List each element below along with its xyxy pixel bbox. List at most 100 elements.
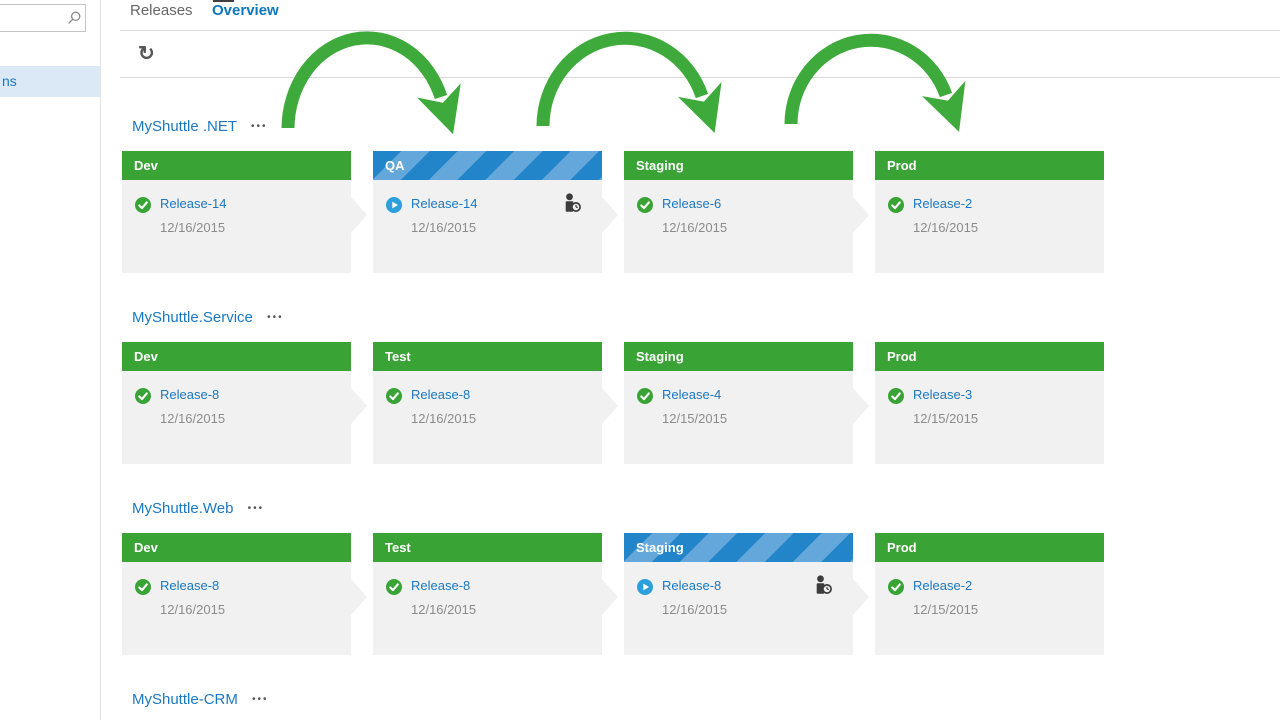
environment-card[interactable]: Test Release-8 12/16/2015 xyxy=(373,533,618,655)
project-name-link[interactable]: MyShuttle-CRM xyxy=(132,691,238,708)
next-environment-chevron xyxy=(602,388,618,424)
environment-card[interactable]: Staging Release-4 12/15/2015 xyxy=(624,342,869,464)
release-date: 12/15/2015 xyxy=(913,411,979,426)
release-link[interactable]: Release-8 xyxy=(662,578,722,593)
sidebar-item-selected[interactable]: ns xyxy=(0,66,100,97)
release-group: MyShuttle .NET ••• Dev Release-14 12/16/… xyxy=(122,118,1112,273)
project-name-link[interactable]: MyShuttle .NET xyxy=(132,118,237,135)
environment-card[interactable]: Dev Release-8 12/16/2015 xyxy=(122,342,367,464)
release-date: 12/16/2015 xyxy=(411,411,477,426)
environment-body: Release-14 12/16/2015 xyxy=(373,180,618,273)
environment-body: Release-3 12/15/2015 xyxy=(875,371,1104,464)
environment-row: Dev Release-8 12/16/2015 Test Release-8 … xyxy=(122,342,1112,464)
environment-header: QA xyxy=(373,151,602,180)
status-succeeded-icon xyxy=(135,579,151,595)
next-environment-chevron xyxy=(853,579,869,615)
environment-body: Release-2 12/16/2015 xyxy=(875,180,1104,273)
environment-header: Dev xyxy=(122,151,351,180)
release-date: 12/15/2015 xyxy=(662,411,728,426)
release-date: 12/16/2015 xyxy=(662,602,728,617)
environment-card[interactable]: Dev Release-8 12/16/2015 xyxy=(122,533,367,655)
release-link[interactable]: Release-8 xyxy=(160,387,220,402)
environment-card[interactable]: Prod Release-3 12/15/2015 xyxy=(875,342,1104,464)
release-link[interactable]: Release-3 xyxy=(913,387,973,402)
status-in-progress-icon xyxy=(637,579,653,595)
environment-card[interactable]: Prod Release-2 12/15/2015 xyxy=(875,533,1104,655)
next-environment-chevron xyxy=(853,197,869,233)
environment-body: Release-4 12/15/2015 xyxy=(624,371,869,464)
group-title: MyShuttle.Web ••• xyxy=(132,500,1112,518)
group-title: MyShuttle-CRM ••• xyxy=(132,691,1112,709)
release-date: 12/15/2015 xyxy=(913,602,979,617)
environment-card[interactable]: Dev Release-14 12/16/2015 xyxy=(122,151,367,273)
environment-name: Test xyxy=(385,540,411,555)
top-edge-artifact xyxy=(213,0,234,2)
release-link[interactable]: Release-8 xyxy=(411,578,471,593)
environment-name: Staging xyxy=(636,540,684,555)
release-link[interactable]: Release-2 xyxy=(913,578,973,593)
environment-header: Staging xyxy=(624,151,853,180)
next-environment-chevron xyxy=(351,197,367,233)
status-succeeded-icon xyxy=(135,388,151,404)
environment-row: Dev Release-14 12/16/2015 QA Release-14 … xyxy=(122,151,1112,273)
environment-card[interactable]: Test Release-8 12/16/2015 xyxy=(373,342,618,464)
release-date: 12/16/2015 xyxy=(913,220,979,235)
tabs-divider xyxy=(120,30,1280,31)
tab-overview[interactable]: Overview xyxy=(212,2,279,19)
left-sidebar: ns xyxy=(0,0,101,720)
status-in-progress-icon xyxy=(386,197,402,213)
release-date: 12/16/2015 xyxy=(411,220,477,235)
status-succeeded-icon xyxy=(135,197,151,213)
environment-card[interactable]: Staging Release-6 12/16/2015 xyxy=(624,151,869,273)
environment-body: Release-6 12/16/2015 xyxy=(624,180,869,273)
release-date: 12/16/2015 xyxy=(411,602,477,617)
release-date: 12/16/2015 xyxy=(662,220,728,235)
next-environment-chevron xyxy=(602,579,618,615)
environment-name: Test xyxy=(385,349,411,364)
project-menu-ellipsis[interactable]: ••• xyxy=(247,503,265,514)
environment-name: Staging xyxy=(636,349,684,364)
environment-body: Release-8 12/16/2015 xyxy=(373,562,618,655)
project-menu-ellipsis[interactable]: ••• xyxy=(267,312,284,323)
release-date: 12/16/2015 xyxy=(160,220,226,235)
next-environment-chevron xyxy=(351,388,367,424)
environment-card[interactable]: QA Release-14 12/16/2015 xyxy=(373,151,618,273)
tab-releases[interactable]: Releases xyxy=(130,2,193,19)
search-box[interactable] xyxy=(0,4,86,33)
release-link[interactable]: Release-4 xyxy=(662,387,722,402)
pending-approval-icon xyxy=(816,575,832,594)
release-link[interactable]: Release-2 xyxy=(913,196,973,211)
release-link[interactable]: Release-8 xyxy=(160,578,220,593)
status-succeeded-icon xyxy=(888,197,904,213)
search-icon xyxy=(68,11,81,24)
environment-body: Release-8 12/16/2015 xyxy=(624,562,869,655)
project-menu-ellipsis[interactable]: ••• xyxy=(252,694,269,705)
environment-header: Prod xyxy=(875,533,1104,562)
status-succeeded-icon xyxy=(386,579,402,595)
environment-header: Test xyxy=(373,342,602,371)
environment-body: Release-2 12/15/2015 xyxy=(875,562,1104,655)
environment-header: Prod xyxy=(875,151,1104,180)
environment-name: Staging xyxy=(636,158,684,173)
release-link[interactable]: Release-6 xyxy=(662,196,722,211)
next-environment-chevron xyxy=(351,579,367,615)
environment-card[interactable]: Staging Release-8 12/16/2015 xyxy=(624,533,869,655)
release-groups: MyShuttle .NET ••• Dev Release-14 12/16/… xyxy=(122,78,1112,709)
project-name-link[interactable]: MyShuttle.Web xyxy=(132,500,234,517)
status-succeeded-icon xyxy=(888,388,904,404)
release-link[interactable]: Release-14 xyxy=(160,196,227,211)
search-input[interactable] xyxy=(3,5,63,33)
release-link[interactable]: Release-8 xyxy=(411,387,471,402)
release-date: 12/16/2015 xyxy=(160,602,226,617)
release-date: 12/16/2015 xyxy=(160,411,226,426)
environment-card[interactable]: Prod Release-2 12/16/2015 xyxy=(875,151,1104,273)
environment-body: Release-14 12/16/2015 xyxy=(122,180,367,273)
environment-body: Release-8 12/16/2015 xyxy=(373,371,618,464)
environment-header: Dev xyxy=(122,533,351,562)
refresh-button[interactable]: ↻ xyxy=(138,43,155,65)
environment-body: Release-8 12/16/2015 xyxy=(122,562,367,655)
release-link[interactable]: Release-14 xyxy=(411,196,478,211)
project-name-link[interactable]: MyShuttle.Service xyxy=(132,309,253,326)
project-menu-ellipsis[interactable]: ••• xyxy=(250,121,268,132)
status-succeeded-icon xyxy=(386,388,402,404)
